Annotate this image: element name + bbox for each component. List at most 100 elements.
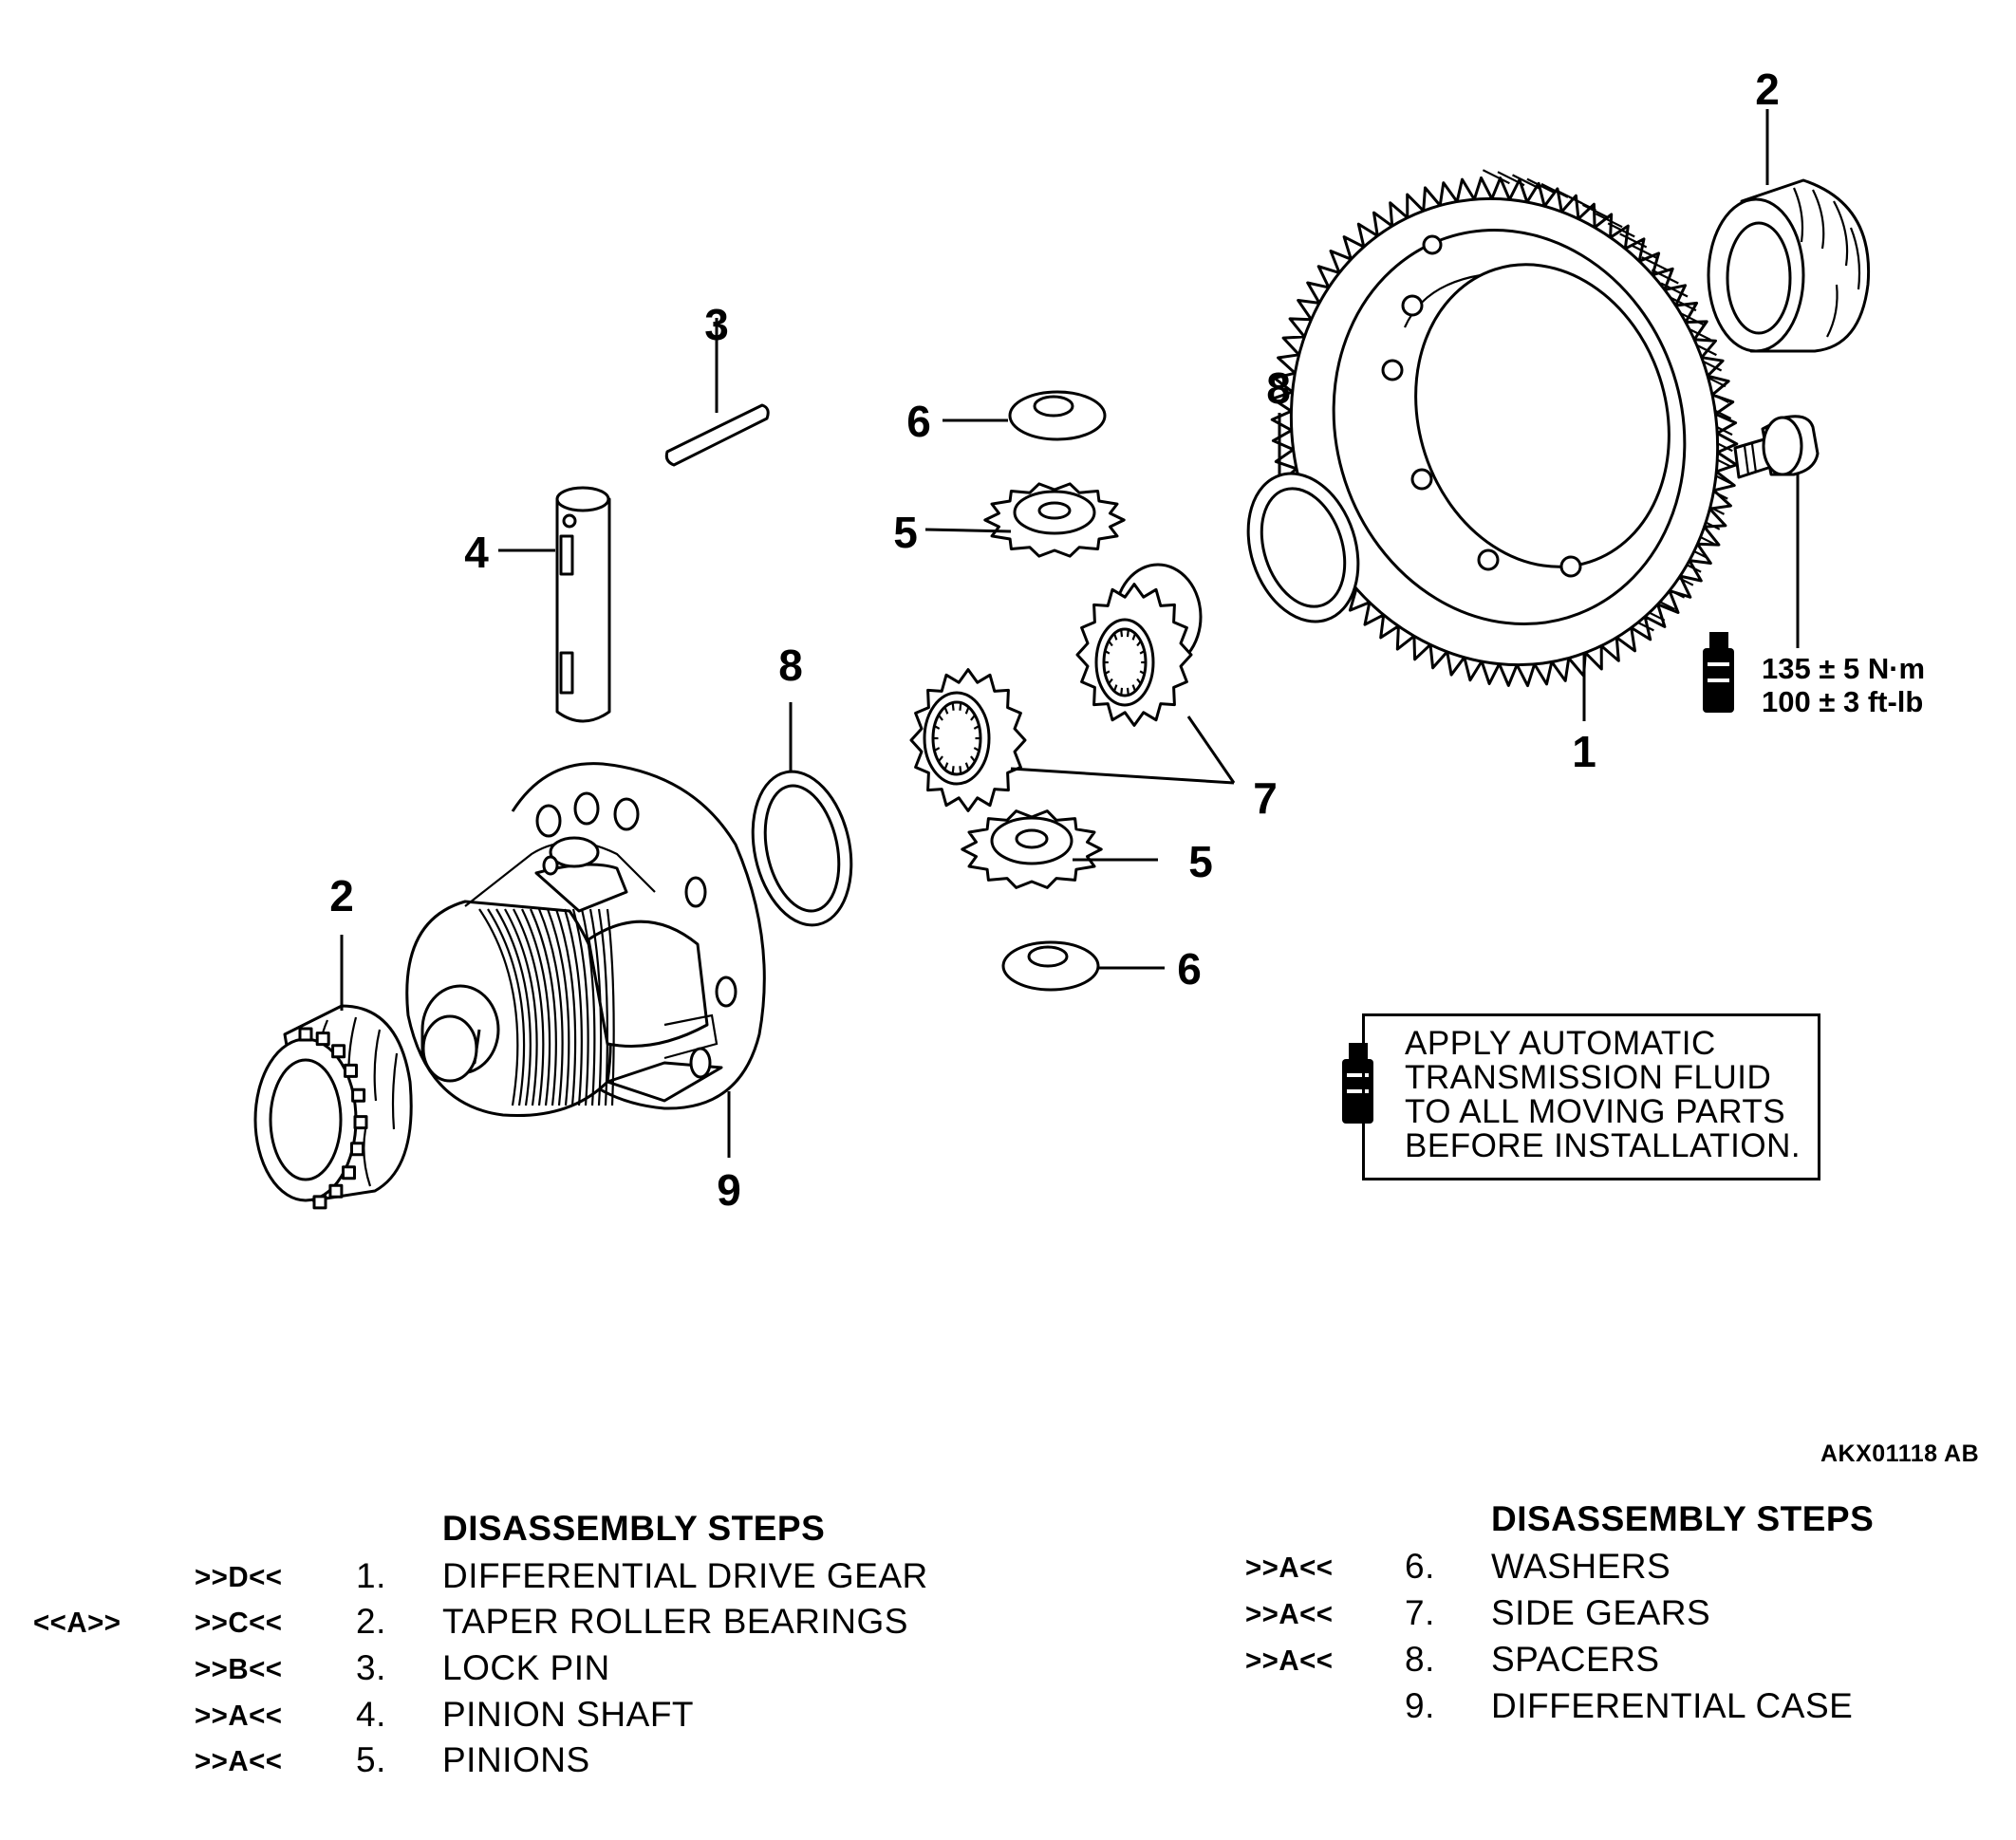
step-number: 1.	[356, 1556, 386, 1595]
case-gear-line	[563, 908, 583, 1106]
step-number: 8.	[1405, 1640, 1435, 1679]
case-gear-line	[513, 908, 545, 1106]
torque-spec-icon	[1703, 632, 1734, 713]
spline-line	[1120, 687, 1124, 696]
install-ref: >>A<<	[1245, 1551, 1334, 1584]
note-line: TRANSMISSION FLUID	[1405, 1059, 1772, 1096]
spline-line	[1108, 640, 1113, 647]
step-number: 2.	[356, 1602, 386, 1641]
spline-line	[943, 706, 949, 715]
callout-2-top: 2	[1755, 65, 1780, 114]
side-gear-upper	[1075, 563, 1203, 727]
spline-line	[1120, 629, 1124, 638]
differential-case	[405, 762, 766, 1118]
bearing-roller	[315, 1032, 330, 1047]
torque-metric: 135 ± 5 N·m	[1762, 652, 1925, 685]
helical-tooth-line	[1651, 269, 1679, 285]
callout-8-left: 8	[778, 641, 803, 690]
callout-6-bottom: 6	[1177, 944, 1202, 994]
spline-line	[1112, 684, 1118, 692]
helical-tooth-line	[1660, 282, 1689, 298]
helical-tooth-line	[1497, 171, 1525, 187]
spacer-left	[751, 770, 853, 927]
bearing-roller	[344, 1063, 358, 1078]
step-label: SPACERS	[1491, 1640, 1660, 1679]
case-gear-line	[478, 908, 519, 1106]
note-line: BEFORE INSTALLATION.	[1405, 1127, 1801, 1164]
pinion-shaft	[555, 486, 611, 723]
spline-line	[1136, 678, 1142, 685]
spacer-right	[1246, 472, 1360, 623]
case-gear-line	[529, 908, 557, 1106]
case-gear-line	[504, 908, 538, 1106]
step-row: >>A<< 4. PINION SHAFT	[0, 1695, 1044, 1740]
spline-line	[1104, 650, 1111, 655]
install-ref: >>D<<	[195, 1560, 283, 1593]
step-label: WASHERS	[1491, 1547, 1671, 1586]
drive-gear-bolt	[1733, 415, 1820, 479]
callout-5-bottom: 5	[1188, 837, 1213, 886]
spline-line	[1139, 650, 1146, 655]
assembly-ref: <<A>>	[33, 1606, 121, 1639]
spline-line	[933, 747, 941, 752]
case-gear-line	[554, 908, 577, 1106]
install-ref: >>C<<	[195, 1606, 283, 1639]
spline-line	[937, 714, 943, 721]
spline-line	[1139, 670, 1146, 675]
step-number: 7.	[1405, 1593, 1435, 1632]
bearing-roller	[312, 1195, 327, 1210]
step-row: >>A<< 7. SIDE GEARS	[0, 1593, 1993, 1639]
helical-tooth-line	[1607, 222, 1635, 238]
spline-line	[951, 702, 955, 711]
step-number: 3.	[356, 1648, 386, 1687]
step-row: >>A<< 5. PINIONS	[0, 1740, 1044, 1786]
taper-roller-bearing-right	[1707, 178, 1871, 353]
bearing-roller	[328, 1183, 344, 1199]
step-label: TAPER ROLLER BEARINGS	[442, 1602, 908, 1641]
callout-8-right: 8	[1266, 363, 1291, 413]
note-line: TO ALL MOVING PARTS	[1405, 1093, 1786, 1130]
bearing-roller	[342, 1165, 356, 1180]
washer-top	[1008, 390, 1107, 441]
spline-line	[1108, 678, 1113, 685]
helical-tooth-line	[1641, 256, 1670, 272]
install-ref: >>A<<	[195, 1699, 283, 1732]
pinion-top	[983, 482, 1126, 558]
step-label: DIFFERENTIAL CASE	[1491, 1686, 1854, 1725]
atf-note-box	[1362, 1013, 1820, 1180]
step-number: 6.	[1405, 1547, 1435, 1586]
step-number: 4.	[356, 1695, 386, 1734]
steps-heading-left: DISASSEMBLY STEPS	[442, 1509, 826, 1548]
callout-1: 1	[1572, 727, 1596, 776]
helical-tooth-line	[1526, 177, 1555, 194]
helical-tooth-line	[1482, 169, 1510, 185]
step-number: 5.	[356, 1740, 386, 1779]
step-row: >>B<< 3. LOCK PIN	[0, 1648, 1044, 1694]
differential-drive-gear	[1270, 169, 1739, 688]
helical-tooth-line	[1568, 195, 1596, 212]
callout-9: 9	[717, 1165, 741, 1215]
spline-line	[959, 702, 962, 711]
side-gear-lower	[909, 668, 1027, 812]
bearing-roller	[298, 1027, 313, 1042]
spline-line	[1126, 687, 1129, 696]
case-gear-line	[606, 908, 615, 1106]
spline-line	[1131, 684, 1137, 692]
step-label: SIDE GEARS	[1491, 1593, 1711, 1632]
case-gear-line	[521, 908, 551, 1106]
spline-line	[1126, 629, 1129, 638]
step-row: 9. DIFFERENTIAL CASE	[0, 1686, 1993, 1732]
spline-line	[937, 755, 943, 763]
case-gear-line	[580, 908, 596, 1106]
step-label: PINIONS	[442, 1740, 590, 1779]
spline-line	[964, 706, 970, 715]
helical-tooth-line	[1582, 203, 1610, 219]
bearing-roller	[331, 1044, 346, 1059]
install-ref: >>A<<	[1245, 1644, 1334, 1677]
pinion-bottom	[961, 809, 1103, 889]
callout-2-left: 2	[329, 871, 354, 920]
washer-bottom	[1001, 940, 1100, 992]
install-ref: >>A<<	[195, 1744, 283, 1777]
step-row: <<A>> >>C<< 2. TAPER ROLLER BEARINGS	[0, 1602, 1044, 1647]
